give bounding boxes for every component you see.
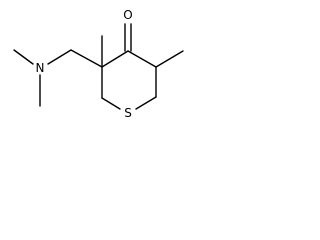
bond-n-methyl-upper <box>13 49 34 65</box>
atom-label-nitrogen: N <box>36 61 45 75</box>
bond-c4-c5 <box>127 50 157 68</box>
bond-c5-methyl <box>155 50 184 68</box>
atom-label-sulfur: S <box>124 106 132 120</box>
bond-n-ch2 <box>47 49 72 65</box>
bond-c6-s <box>135 96 157 110</box>
bond-ch2-c3 <box>70 49 103 68</box>
molecule-structure: N O S <box>13 8 184 120</box>
bond-c3-c4 <box>101 50 129 68</box>
bond-s-c2 <box>101 97 121 110</box>
atom-label-oxygen: O <box>123 8 132 22</box>
